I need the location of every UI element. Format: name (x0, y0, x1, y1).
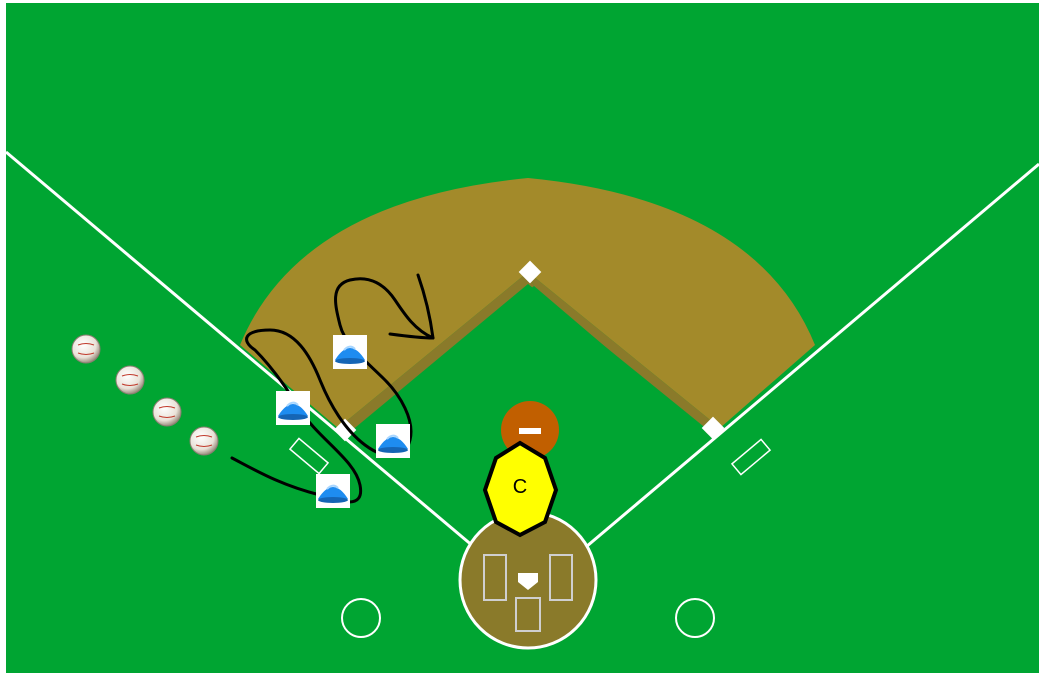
blue-cone-icon (333, 335, 367, 369)
baseball-icon (190, 427, 218, 455)
catcher-label: C (513, 476, 527, 498)
baseball-icon (72, 335, 100, 363)
blue-cone-icon (276, 391, 310, 425)
baseball-icon (153, 398, 181, 426)
pitchers-rubber (519, 428, 541, 434)
blue-cone-icon (316, 474, 350, 508)
catcher-octagon-icon: C (485, 443, 556, 535)
baseball-icon (116, 366, 144, 394)
blue-cone-icon (376, 424, 410, 458)
